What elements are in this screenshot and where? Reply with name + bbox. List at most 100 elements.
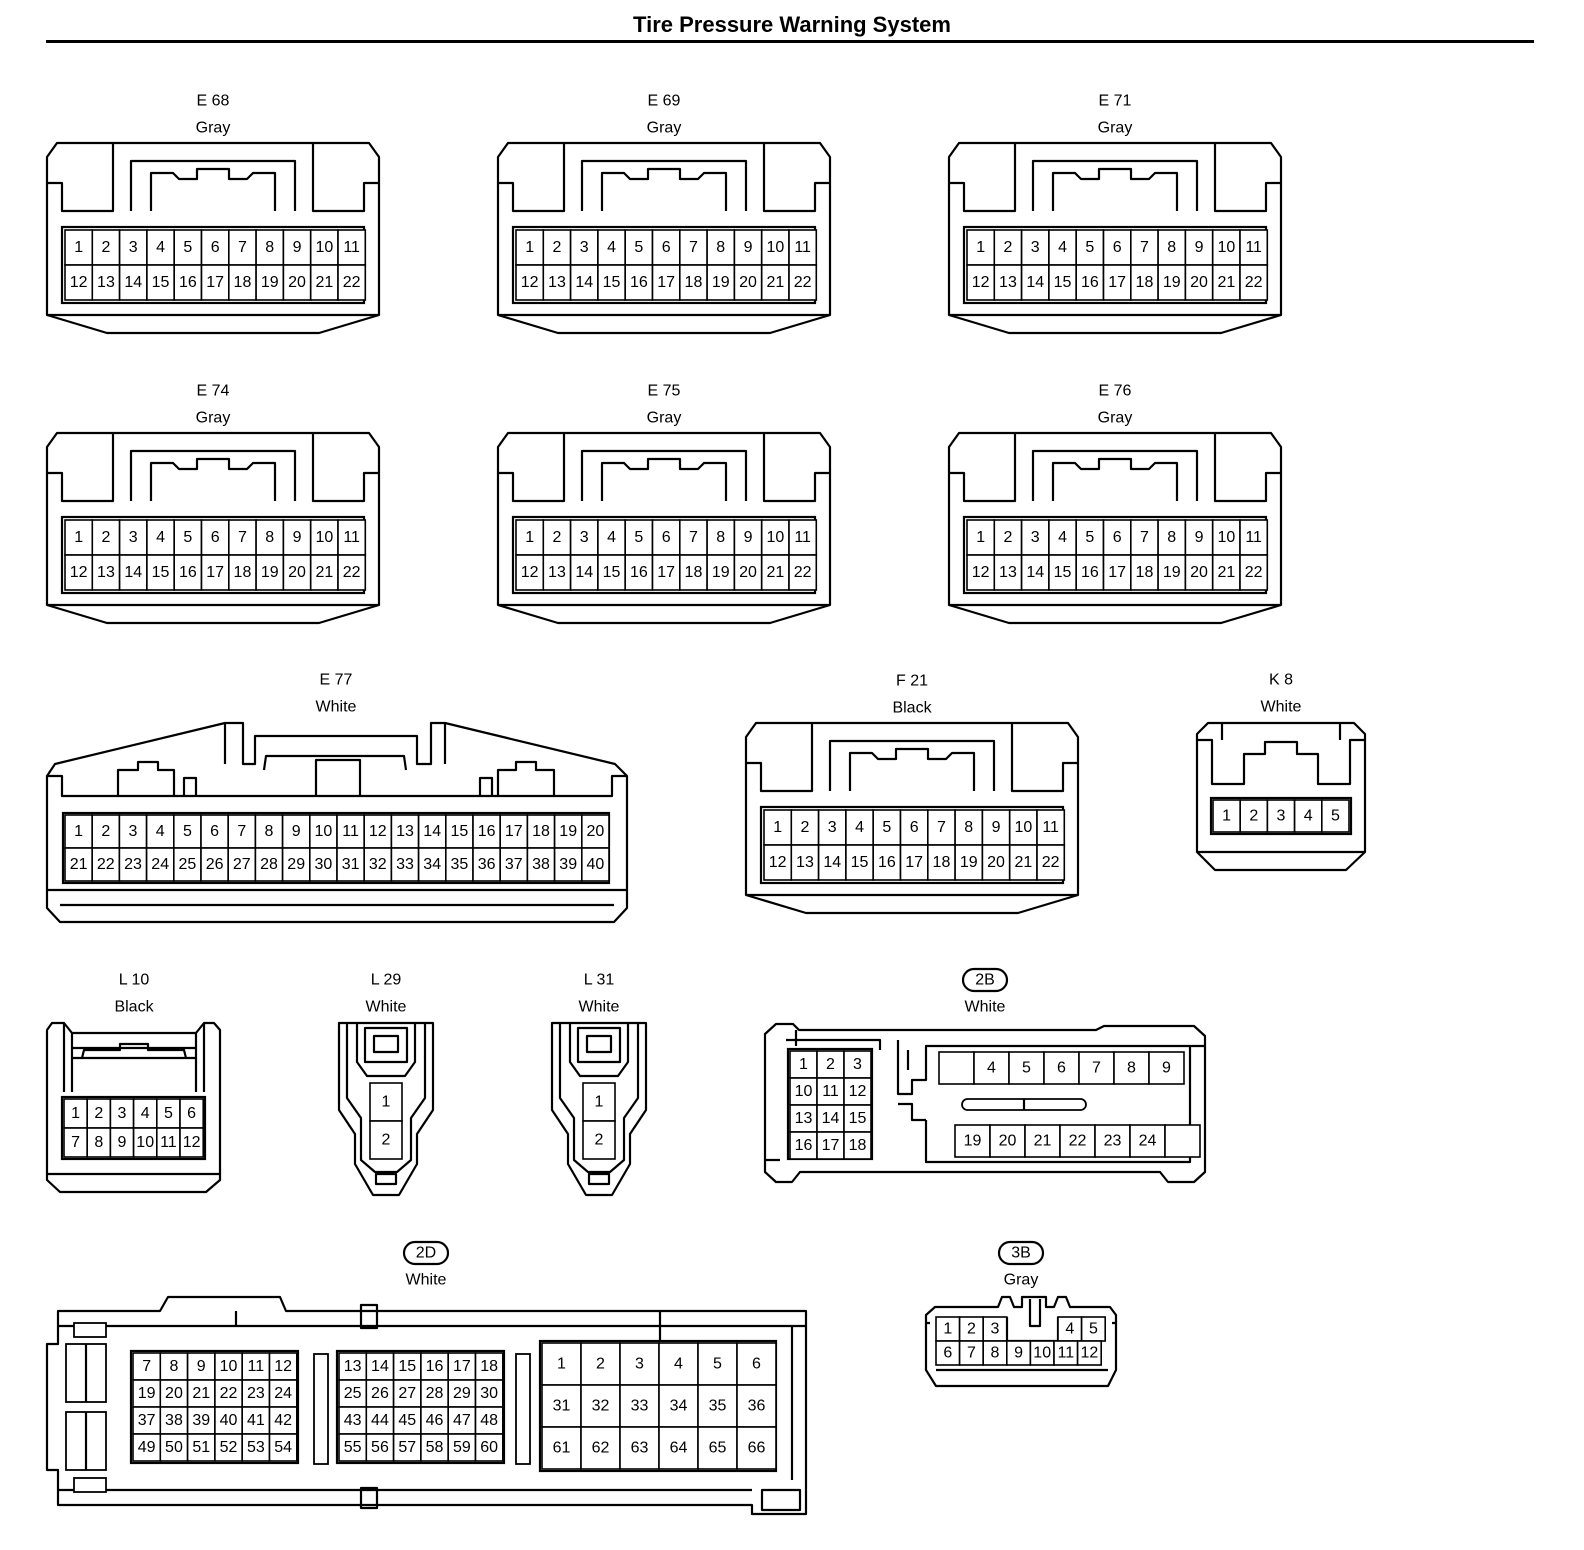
pin-label: 1 [976,239,985,256]
pin-cell [788,229,818,266]
pin-label: 2 [1003,529,1012,546]
page-title: Tire Pressure Warning System [633,12,951,37]
pin-label: 18 [849,1137,867,1154]
pin-cell [816,1077,845,1106]
housing-inner-outline [498,433,830,503]
connector-id-label: F 21 [896,673,928,690]
pin-cell [474,1406,504,1435]
pin-label: 10 [1217,529,1235,546]
pin-label: 22 [1069,1133,1087,1150]
pin-label: 6 [211,529,220,546]
pin-label: 14 [823,854,841,871]
connector-id-label: E 75 [648,383,681,400]
pin-label: 31 [553,1398,571,1415]
connector-id-label: K 8 [1269,672,1293,689]
pin-label: 34 [423,856,441,873]
pin-cell [64,554,94,591]
pin-cell [365,1352,395,1381]
pin-label: 12 [1081,1345,1099,1362]
pin-label: 2 [552,529,561,546]
connector-color-label: White [366,999,407,1016]
pin-label: 15 [398,1358,416,1375]
pin-cell [309,229,339,266]
pin-cell [1075,519,1105,556]
pin-cell [254,847,284,882]
pin-cell [159,1433,189,1462]
pin-label: 11 [1057,1345,1074,1362]
pin-label: 15 [451,823,469,840]
pin-label: 18 [1136,564,1154,581]
pin-cell [658,1426,699,1470]
connector-id-label: E 77 [320,672,353,689]
pin-label: 7 [238,529,247,546]
pin-label: 41 [247,1412,265,1429]
pin-label: 7 [71,1134,80,1151]
pin-label: 50 [165,1439,183,1456]
pin-label: 16 [179,564,197,581]
pin-label: 65 [709,1440,727,1457]
pin-cell [1036,844,1066,881]
pin-label: 17 [905,854,923,871]
pin-label: 12 [849,1083,867,1100]
pin-label: 1 [74,823,83,840]
pin-label: 38 [532,856,550,873]
pin-label: 10 [795,1083,813,1100]
pin-cell [843,1104,872,1133]
pin-label: 21 [192,1385,210,1402]
pin-label: 22 [1042,854,1060,871]
connector-color-label: Gray [1098,410,1133,427]
pin-label: 17 [1108,274,1126,291]
pin-label: 18 [234,274,252,291]
connector-color-label: White [406,1272,447,1289]
pin-label: 11 [1042,819,1059,836]
pin-label: 37 [505,856,523,873]
pin-cell [444,814,474,849]
pin-label: 15 [603,274,621,291]
pin-cell [1239,554,1269,591]
pin-label: 61 [553,1440,571,1457]
pin-cell [474,1433,504,1462]
pin-label: 10 [766,239,784,256]
pin-label: 3 [991,1321,1000,1338]
pin-label: 6 [1057,1060,1066,1077]
pin-label: 3 [129,239,138,256]
pin-label: 10 [1033,1345,1051,1362]
pin-label: 12 [521,274,539,291]
pin-label: 19 [261,564,279,581]
pin-cell [580,1384,621,1428]
pin-cell [954,844,984,881]
pin-cell [338,1379,368,1408]
pin-cell [580,847,610,882]
housing-detail [47,1023,220,1176]
pin-label: 2 [1249,808,1258,825]
pin-cell [954,1124,991,1158]
pin-label: 15 [849,1110,867,1127]
pin-label: 6 [662,529,671,546]
pin-cell [338,1433,368,1462]
pin-cell [118,264,148,301]
pin-label: 4 [141,1105,150,1122]
pin-label: 13 [97,274,115,291]
pin-label: 64 [670,1440,688,1457]
connector-color-label: Gray [1098,120,1133,137]
pin-cell [214,1379,243,1408]
pin-label: 17 [206,564,224,581]
pin-label: 7 [1140,529,1149,546]
pin-label: 12 [70,564,88,581]
pin-label: 19 [261,274,279,291]
pin-cell [173,554,203,591]
pin-cell [1211,264,1241,301]
housing-detail [765,1030,1205,1164]
housing-inner-outline [949,143,1281,213]
pin-label: 2 [800,819,809,836]
pin-label: 10 [1014,819,1032,836]
pin-label: 27 [233,856,251,873]
pin-label: 4 [607,239,616,256]
pin-cell [118,519,148,556]
pin-label: 14 [575,564,593,581]
pin-label: 11 [342,823,359,840]
